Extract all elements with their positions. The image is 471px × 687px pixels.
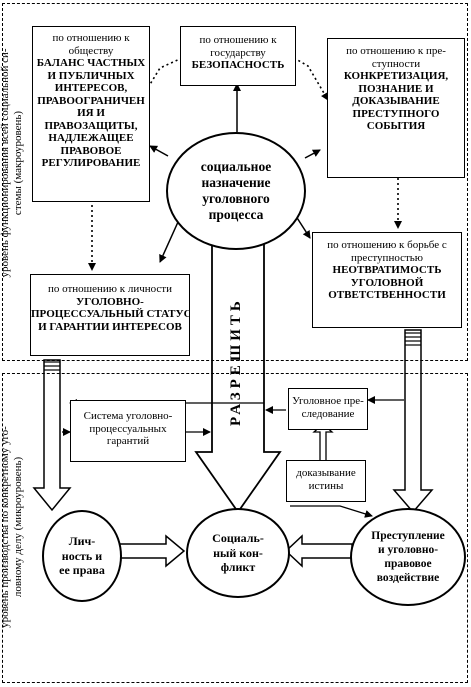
arrow-center-to-person bbox=[159, 221, 179, 263]
box-proof: доказывание истины bbox=[286, 460, 366, 502]
ellipse-social-conflict: Социаль- ный кон- фликт bbox=[186, 508, 290, 598]
micro-level-band bbox=[2, 373, 468, 683]
ellipse-offense: Преступление и уголовно- правовое воздей… bbox=[350, 508, 466, 606]
box-society: по отношению к обществу БАЛАНС ЧАСТНЫХ И… bbox=[32, 26, 150, 202]
box-prosecution: Уголовное пре- следование bbox=[288, 388, 368, 430]
stripes-person-stem bbox=[44, 361, 60, 371]
dotted-state-to-crime bbox=[293, 57, 329, 101]
box-crime: по отношению к пре- ступности КОНКРЕТИЗА… bbox=[327, 38, 465, 178]
resolve-label: РАЗРЕШИТЬ bbox=[228, 297, 244, 426]
hollow-arrow-offense-to-conflict bbox=[284, 534, 353, 568]
hollow-arrow-person-to-personality bbox=[32, 359, 72, 512]
macro-level-band bbox=[2, 3, 468, 361]
line-conflict-right-to-offense bbox=[290, 505, 373, 518]
arrow-center-to-society bbox=[149, 145, 169, 157]
arrow-center-to-crime bbox=[304, 149, 321, 159]
box-person: по отношению к личности УГОЛОВНО- ПРОЦЕС… bbox=[30, 274, 190, 356]
ellipse-personality: Лич- ность и ее права bbox=[42, 510, 122, 602]
stripes-fight-stem bbox=[405, 332, 421, 346]
box-state: по отношению к государству БЕЗОПАСНОСТЬ bbox=[180, 26, 296, 86]
box-fight-crime: по отношению к борьбе с преступностью НЕ… bbox=[312, 232, 462, 328]
resolve-big-arrow bbox=[194, 243, 282, 514]
box-guarantees: Система уголовно- процессуальных гаранти… bbox=[70, 400, 186, 462]
center-social-purpose: социальное назначение уголовного процесс… bbox=[166, 132, 306, 250]
macro-level-label: уровень функционирования всей социальной… bbox=[0, 48, 24, 278]
micro-level-label: уровень производства по конкретному уго-… bbox=[0, 426, 24, 628]
hollow-arrow-fight-to-offense bbox=[392, 329, 434, 514]
